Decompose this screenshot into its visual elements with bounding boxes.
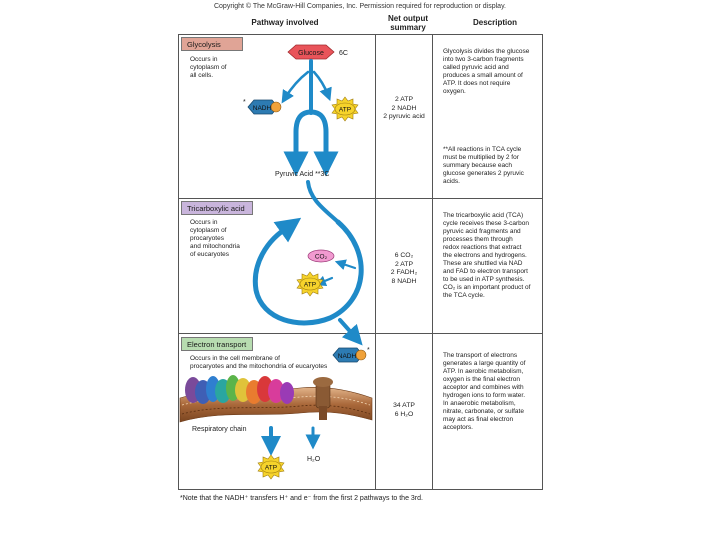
glycolysis-net-output: 2 ATP 2 NADH 2 pyruvic acid	[383, 96, 425, 120]
nadh-molecule-glycolysis: NADH *	[243, 99, 282, 115]
row-divider-1	[178, 198, 543, 199]
nadh-molecule-et: NADH *	[332, 347, 370, 363]
nadh-footnote: *Note that the NADH⁺ transfers H⁺ and e⁻…	[180, 495, 423, 502]
atp-text-glycolysis: ATP	[339, 107, 351, 114]
nadh-asterisk-glycolysis: *	[243, 99, 246, 106]
six-carbon-text: 6C	[339, 50, 348, 57]
tca-label: Tricarboxylic acid	[181, 201, 253, 215]
glucose-molecule: Glucose	[287, 44, 335, 60]
header-net-line1: Net output	[388, 14, 428, 23]
atp-molecule-et: ATP	[257, 454, 285, 480]
header-description: Description	[472, 18, 517, 27]
nadh-text-et: NADH	[338, 353, 357, 360]
atp-text-tca: ATP	[304, 282, 316, 289]
electron-transport-arrows	[261, 426, 321, 456]
glycolysis-arrows	[281, 59, 339, 177]
co2-molecule: CO₂	[307, 249, 335, 263]
water-text: H₂O	[307, 456, 321, 463]
glucose-text: Glucose	[298, 50, 324, 57]
glycolysis-label: Glycolysis	[181, 37, 243, 51]
respiratory-chain-text: Respiratory chain	[192, 426, 247, 433]
nadh-text-glycolysis: NADH	[253, 105, 272, 112]
table-frame	[178, 34, 543, 490]
tca-description: The tricarboxylic acid (TCA) cycle recei…	[443, 212, 531, 299]
et-description: The transport of electrons generates a l…	[443, 352, 526, 431]
glycolysis-location: Occurs in cytoplasm of all cells.	[190, 56, 227, 79]
atp-molecule-glycolysis: ATP	[331, 96, 359, 122]
header-net-output: Net output summary	[378, 14, 438, 32]
header-net-line2: summary	[390, 23, 426, 32]
pyruvic-acid-text: Pyruvic Acid **3C	[275, 171, 329, 178]
atp-molecule-tca: ATP	[296, 271, 324, 297]
tca-multiply-note: **All reactions in TCA cycle must be mul…	[443, 146, 524, 185]
copyright-notice: Copyright © The McGraw-Hill Companies, I…	[213, 3, 506, 10]
respiratory-chain-proteins	[185, 375, 333, 420]
atp-text-et: ATP	[265, 465, 277, 472]
tca-net-output: 6 CO₂ 2 ATP 2 FADH₂ 8 NADH	[390, 252, 418, 285]
glycolysis-description: Glycolysis divides the glucose into two …	[443, 48, 530, 95]
electron-transport-label: Electron transport	[181, 337, 253, 351]
column-divider-2	[432, 34, 433, 490]
co2-text: CO₂	[315, 254, 328, 261]
tca-cycle-arrows	[252, 180, 364, 346]
nadh-asterisk-et: *	[367, 347, 370, 354]
header-pathway: Pathway involved	[251, 18, 319, 27]
column-divider-1	[375, 34, 376, 490]
et-net-output: 34 ATP 6 H₂O	[393, 402, 415, 418]
tca-location: Occurs in cytoplasm of procaryotes and m…	[190, 219, 240, 258]
et-location: Occurs in the cell membrane of procaryot…	[190, 355, 328, 370]
